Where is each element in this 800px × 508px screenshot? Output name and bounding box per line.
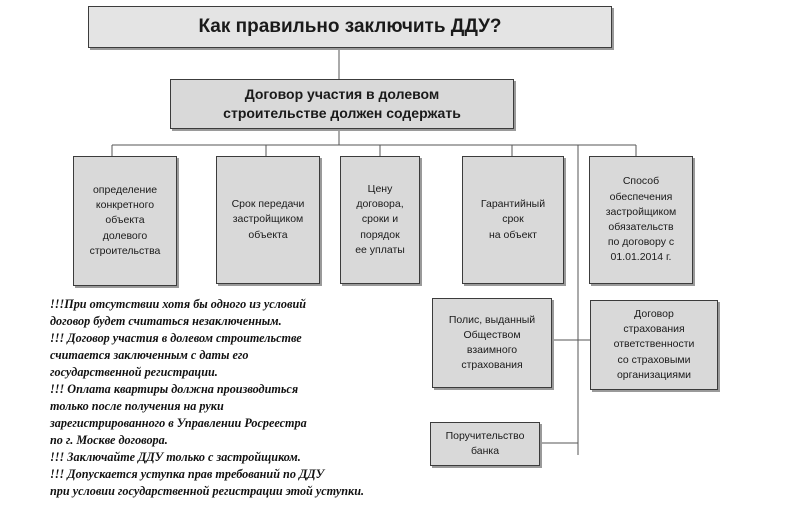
- important-notes: !!!При отсутствии хотя бы одного из усло…: [50, 296, 430, 500]
- note-line: считается заключенным с даты его: [50, 348, 249, 362]
- insurance-contract-line: страхования: [623, 323, 685, 336]
- insurance-contract-line: организациями: [616, 368, 692, 381]
- requirement-guarantee-box: Способ обеспечения застройщиком обязател…: [589, 156, 693, 284]
- requirement-deadline-line: объекта: [248, 228, 288, 241]
- contract-content-line-2: строительстве должен содержать: [223, 105, 461, 121]
- note-line: государственной регистрации.: [50, 365, 218, 379]
- diagram-title: Как правильно заключить ДДУ?: [88, 6, 612, 48]
- note-line: !!! Заключайте ДДУ только с застройщиком…: [50, 450, 301, 464]
- note-line: !!! Договор участия в долевом строительс…: [50, 331, 302, 345]
- requirement-deadline-line: застройщиком: [232, 213, 304, 226]
- mutual-insurance-line: страхования: [461, 359, 523, 372]
- requirement-guarantee-line: Способ: [622, 175, 660, 188]
- requirement-warranty-line: срок: [502, 213, 524, 226]
- note-line: только после получения на руки: [50, 399, 224, 413]
- requirement-guarantee-line: обеспечения: [609, 190, 673, 203]
- mutual-insurance-policy-box: Полис, выданный Обществом взаимного стра…: [432, 298, 552, 388]
- requirement-guarantee-line: 01.01.2014 г.: [610, 251, 672, 264]
- bank-surety-box: Поручительство банка: [430, 422, 540, 466]
- mutual-insurance-line: Обществом: [463, 328, 521, 341]
- requirement-warranty-box: Гарантийный срок на объект: [462, 156, 564, 284]
- note-line: !!!При отсутствии хотя бы одного из усло…: [50, 297, 307, 311]
- diagram-title-text: Как правильно заключить ДДУ?: [198, 15, 502, 37]
- requirement-object-line: долевого: [102, 229, 148, 242]
- requirement-object-line: конкретного: [95, 199, 155, 212]
- contract-content-line-1: Договор участия в долевом: [244, 86, 440, 103]
- requirement-price-box: Цену договора, сроки и порядок ее уплаты: [340, 156, 420, 284]
- insurance-contract-line: Договор: [634, 307, 674, 320]
- insurance-contract-line: ответственности: [613, 338, 695, 351]
- requirement-deadline-box: Срок передачи застройщиком объекта: [216, 156, 320, 284]
- note-line: зарегистрированного в Управлении Росреес…: [50, 416, 307, 430]
- requirement-guarantee-line: застройщиком: [605, 205, 677, 218]
- note-line: !!! Допускается уступка прав требований …: [50, 467, 325, 481]
- requirement-price-line: договора,: [356, 198, 404, 211]
- requirement-object-line: объекта: [105, 214, 145, 227]
- bank-surety-line: Поручительство: [445, 429, 525, 442]
- requirement-object-line: определение: [92, 183, 158, 196]
- note-line: при условии государственной регистрации …: [50, 484, 365, 498]
- requirement-guarantee-line: обязательств: [608, 221, 674, 233]
- note-line: договор будет считаться незаключенным.: [50, 314, 282, 328]
- bank-surety-line: банка: [470, 445, 500, 457]
- mutual-insurance-line: взаимного: [466, 344, 518, 356]
- requirement-warranty-line: на объект: [489, 228, 537, 241]
- contract-content-box: Договор участия в долевом строительстве …: [170, 79, 514, 129]
- requirement-guarantee-line: по договору с: [607, 236, 675, 249]
- requirement-price-line: сроки и: [361, 213, 399, 226]
- requirement-warranty-line: Гарантийный: [480, 198, 546, 211]
- insurance-contract-line: со страховыми: [617, 353, 691, 366]
- note-line: !!! Оплата квартиры должна производиться: [50, 382, 299, 396]
- requirement-price-line: Цену: [367, 182, 393, 195]
- requirement-price-line: порядок: [360, 228, 400, 241]
- requirement-deadline-line: Срок передачи: [231, 198, 305, 211]
- insurance-contract-box: Договор страхования ответственности со с…: [590, 300, 718, 390]
- requirement-object-line: строительства: [89, 244, 161, 257]
- mutual-insurance-line: Полис, выданный: [448, 313, 536, 326]
- note-line: по г. Москве договора.: [50, 433, 168, 447]
- requirement-price-line: ее уплаты: [355, 243, 405, 256]
- requirement-object-box: определение конкретного объекта долевого…: [73, 156, 177, 286]
